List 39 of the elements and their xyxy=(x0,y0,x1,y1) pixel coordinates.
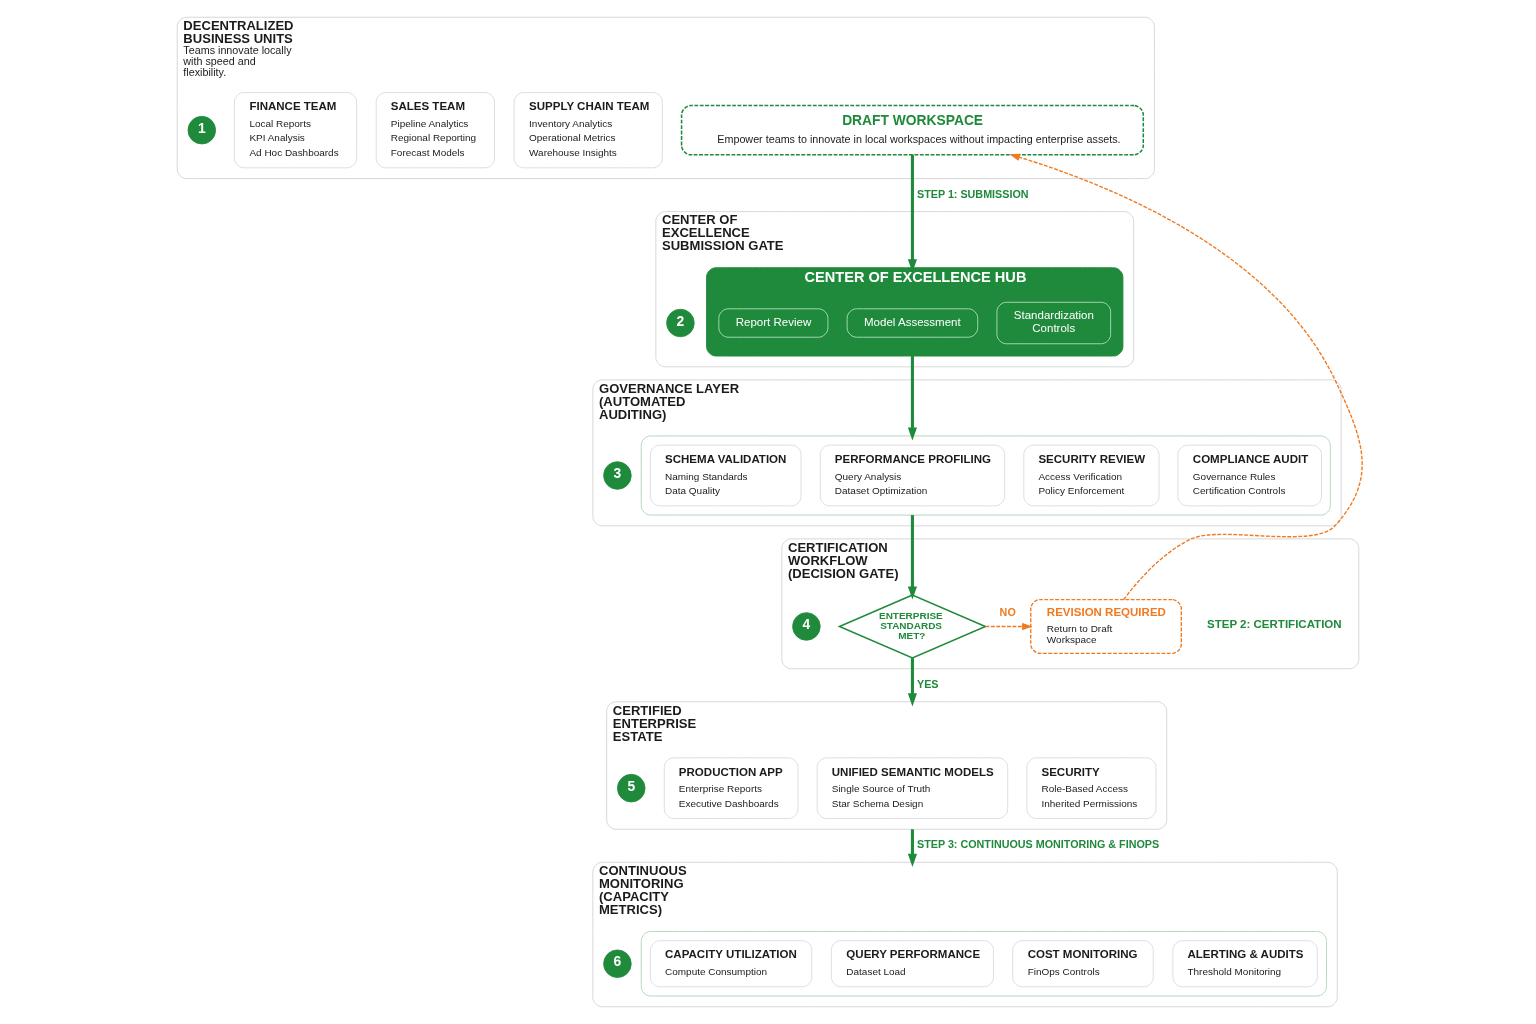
node-box: COST MONITORING FinOps Controls xyxy=(1012,940,1154,988)
node-box: ALERTING & AUDITS Threshold Monitoring xyxy=(1172,940,1318,988)
node-circle: 1 xyxy=(187,115,216,145)
arrow xyxy=(907,356,917,441)
node-box: Standardization Controls xyxy=(996,301,1112,345)
node-box: Report Review xyxy=(718,308,829,338)
cluster xyxy=(640,435,1331,516)
arrow xyxy=(1009,153,1363,601)
node-box: CAPACITY UTILIZATION Compute Consumption xyxy=(650,940,813,988)
arrow xyxy=(984,622,1033,631)
node-circle: 4 xyxy=(792,612,821,641)
node-diamond: ENTERPRISE STANDARDS MET? xyxy=(837,594,988,659)
node-circle: 2 xyxy=(666,308,695,338)
node-box: Model Assessment xyxy=(846,308,979,338)
node-circle: 6 xyxy=(603,949,632,978)
edge-label: STEP 1: SUBMISSION xyxy=(917,187,1029,200)
node-box: COMPLIANCE AUDIT Governance Rules Certification Controls xyxy=(1177,444,1322,507)
arrow xyxy=(907,829,917,867)
node-box: SCHEMA VALIDATION Naming Standards Data Quality xyxy=(650,444,802,507)
node-box: UNIFIED SEMANTIC MODELS Single Source of Truth Star Schema Design xyxy=(816,757,1009,819)
node-box: FINANCE TEAM Local Reports KPI Analysis Ad Hoc Dashboards xyxy=(234,92,357,169)
node-box: SUPPLY CHAIN TEAM Inventory Analytics Operational Metrics Warehouse Insights xyxy=(513,92,663,169)
arrow xyxy=(907,515,917,600)
node-box: REVISION REQUIRED Return to Draft Workspace xyxy=(1030,598,1182,655)
node-box: SALES TEAM Pipeline Analytics Regional Reporting Forecast Models xyxy=(375,92,495,169)
node-circle: 5 xyxy=(617,773,646,803)
label: STEP 2: CERTIFICATION xyxy=(1207,618,1342,631)
edge-label: YES xyxy=(917,677,939,690)
arrow xyxy=(907,658,917,707)
node-box: SECURITY Role-Based Access Inherited Permissions xyxy=(1026,757,1157,819)
node-box: PERFORMANCE PROFILING Query Analysis Dataset Optimization xyxy=(819,444,1005,507)
cluster xyxy=(640,930,1327,997)
node-box: PRODUCTION APP Enterprise Reports Executive Dashboards xyxy=(663,757,799,819)
node-circle: 3 xyxy=(603,461,632,490)
edge-label: STEP 3: CONTINUOUS MONITORING & FINOPS xyxy=(917,838,1160,851)
node-box: SECURITY REVIEW Access Verification Policy Enforcement xyxy=(1023,444,1160,507)
node-box: QUERY PERFORMANCE Dataset Load xyxy=(831,940,994,988)
edge-label: NO xyxy=(999,606,1016,619)
node-box: DRAFT WORKSPACE Empower teams to innovate in local workspaces without impacting enterprise assets. xyxy=(680,104,1145,156)
